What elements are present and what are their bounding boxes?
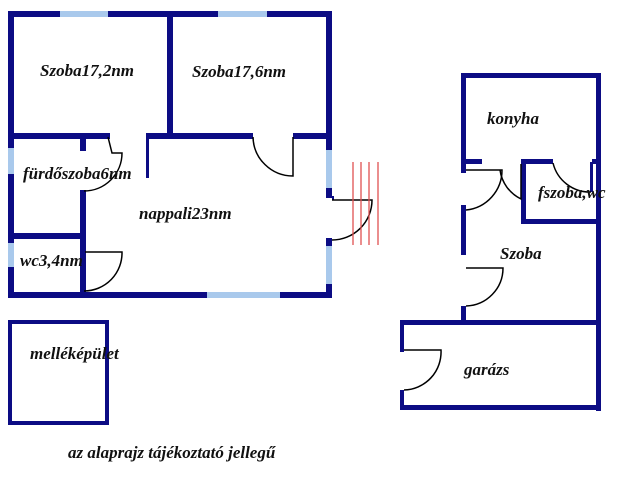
entrance-steps [352, 162, 379, 245]
room-label-garazs: garázs [463, 360, 510, 379]
room-label-szoba-annex: Szoba [500, 244, 542, 263]
doors [83, 136, 373, 292]
windows [8, 11, 332, 298]
outbuilding-walls [8, 320, 109, 425]
annex-walls [400, 73, 601, 411]
room-label-fszoba-wc: fszoba,wc [538, 183, 606, 202]
annex-doors [403, 162, 592, 391]
disclaimer-note: az alaprajz tájékoztató jellegű [68, 443, 276, 462]
room-label-szoba-1: Szoba17,2nm [40, 61, 134, 80]
room-label-nappali: nappali23nm [139, 204, 232, 223]
room-label-konyha: konyha [487, 109, 539, 128]
room-label-szoba-2: Szoba17,6nm [192, 62, 286, 81]
outbuilding-label: melléképület [30, 344, 120, 363]
room-label-furdoszoba: fürdőszoba6nm [23, 164, 132, 183]
room-label-wc: wc3,4nm [20, 251, 83, 270]
